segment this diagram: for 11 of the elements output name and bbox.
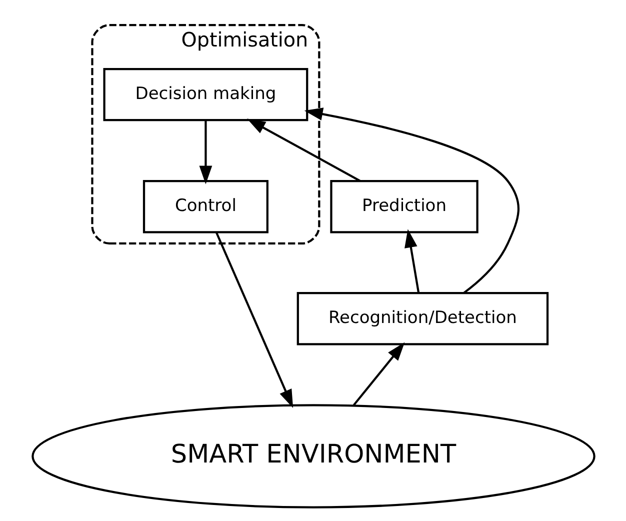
- arrow: [246, 118, 360, 182]
- node-box: Recognition/Detection: [296, 292, 548, 346]
- arrow: [352, 342, 404, 406]
- node-box: Prediction: [330, 180, 478, 234]
- arrow: [304, 108, 519, 294]
- arrow: [198, 120, 212, 184]
- node-ellipse: SMART ENVIRONMENT: [31, 404, 595, 508]
- node-box: Decision making: [102, 68, 308, 122]
- arrow: [214, 232, 293, 408]
- node-box: Control: [142, 180, 268, 234]
- arrow: [404, 229, 420, 294]
